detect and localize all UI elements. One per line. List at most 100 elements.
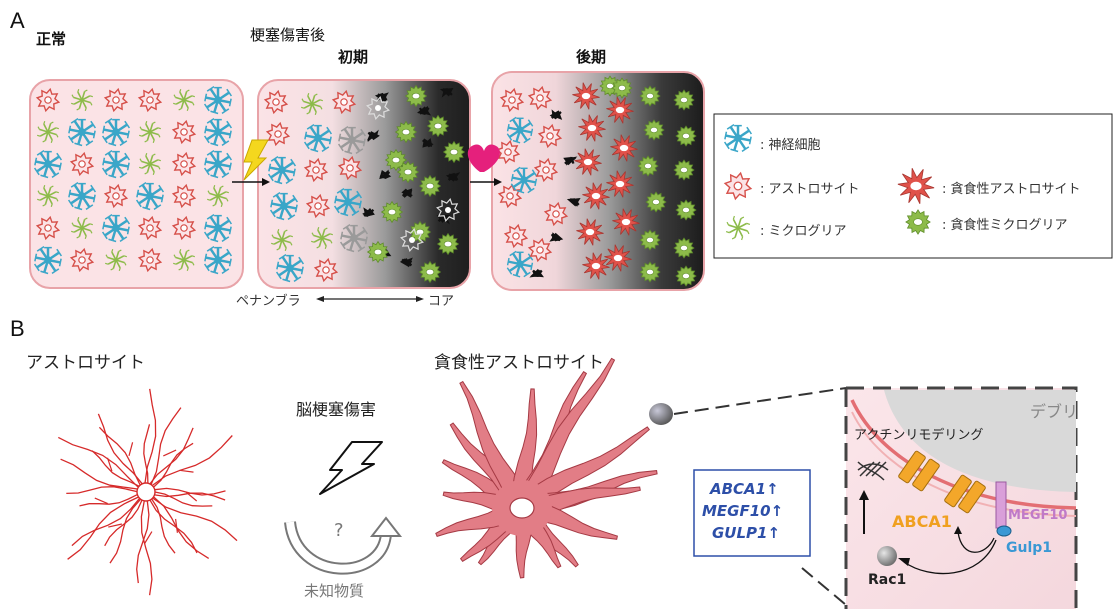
microglia-icon [71, 89, 93, 111]
gulp1-icon [996, 525, 1012, 537]
gene-gulp1: GULP1↑ [712, 524, 781, 542]
phagocytic-astrocyte-icon [606, 170, 634, 198]
abca1-label: ABCA1 [892, 512, 952, 531]
microglia-icon [105, 249, 127, 271]
legend-neuron-label: : 神経細胞 [760, 138, 821, 153]
microglia-icon [311, 227, 333, 249]
phagocytic-microglia-icon [611, 77, 633, 99]
phagocytic-astrocyte-icon [897, 168, 935, 204]
microglia-icon [139, 153, 161, 175]
phagocytic-microglia-icon [643, 119, 665, 141]
phagocytic-microglia-icon [639, 229, 661, 251]
astrocyte-icon [533, 157, 559, 183]
injury-label: 脳梗塞傷害 [296, 400, 377, 419]
astrocyte-icon [263, 89, 289, 115]
neuron-icon [203, 213, 233, 243]
post-stroke-label: 梗塞傷害後 [250, 26, 326, 44]
astrocyte-label: アストロサイト [26, 353, 145, 373]
engulfed-debris [649, 403, 673, 425]
resting-astrocyte-drawing [58, 388, 238, 596]
phagocytic-microglia-icon [384, 148, 408, 172]
unknown-substance-label: 未知物質 [304, 582, 365, 600]
question-mark: ? [334, 520, 344, 541]
neuron-icon [333, 187, 363, 217]
abca1-gulp1-arrow [957, 531, 995, 553]
panel-a-letter: A [10, 8, 25, 33]
core-label: コア [428, 294, 455, 309]
debris-fragment-icon [399, 257, 413, 268]
debris-fragment-icon [446, 172, 461, 182]
megf10-label: MEGF10 [1008, 508, 1068, 523]
phagocytic-microglia-icon [637, 155, 659, 177]
astrocyte-icon [305, 193, 331, 219]
phagocytic-microglia-icon [675, 125, 697, 147]
heart-icon [467, 144, 500, 172]
phagocytic-microglia-icon [396, 160, 420, 184]
neuron-icon [337, 125, 367, 155]
phagocytic-microglia-icon [673, 89, 695, 111]
astrocyte-icon [527, 85, 553, 111]
astrocyte-icon [103, 183, 129, 209]
neuron-icon [33, 245, 63, 275]
neuron-icon [203, 85, 233, 115]
gene-megf10: MEGF10↑ [702, 502, 784, 520]
phagocytic-microglia-icon [418, 260, 442, 284]
microglia-icon [301, 93, 323, 115]
phagocytic-astrocyte-icon [574, 148, 602, 176]
astrocyte-icon [69, 247, 95, 273]
microglia-icon [271, 229, 293, 251]
astrocyte-icon [503, 223, 529, 249]
astrocyte-icon [303, 157, 329, 183]
neuron-icon [506, 250, 534, 278]
astrocyte-icon [400, 228, 424, 252]
normal-cells [33, 85, 233, 275]
astrocyte-icon [313, 257, 339, 283]
neuron-icon [33, 149, 63, 179]
microglia-icon [139, 121, 161, 143]
penumbra-label: ペナンブラ [236, 294, 301, 309]
debris-fragment-icon [529, 268, 544, 278]
astrocyte-icon [499, 87, 525, 113]
neuron-icon [303, 123, 333, 153]
debris-fragment-icon [566, 197, 581, 207]
microglia-icon [207, 185, 229, 207]
neuron-icon [203, 245, 233, 275]
astrocyte-icon [137, 87, 163, 113]
actin-remodeling-label: アクチンリモデリング [854, 428, 984, 443]
rac1-label: Rac1 [868, 572, 907, 588]
neuron-icon [101, 149, 131, 179]
megf10-receptor-icon [995, 481, 1007, 529]
astrocyte-icon [137, 215, 163, 241]
zoom-line-top [673, 387, 847, 415]
debris-body [884, 390, 1076, 492]
astrocyte-icon [171, 151, 197, 177]
phagocytic-astrocyte-icon [604, 244, 632, 272]
astrocyte-icon [171, 119, 197, 145]
normal-label: 正常 [36, 30, 67, 48]
phagocytic-microglia-icon [380, 200, 404, 224]
phagocytic-astrocyte-drawing [435, 357, 658, 579]
astrocyte-icon [723, 171, 753, 201]
astrocyte-icon [537, 123, 563, 149]
neuron-icon [723, 123, 753, 153]
legend-icons [723, 123, 935, 241]
debris-fragment-icon [362, 207, 375, 217]
neuron-icon [275, 253, 305, 283]
phagocytic-microglia-icon [675, 265, 697, 287]
neuron-icon [203, 117, 233, 147]
debris-fragment-icon [379, 169, 392, 180]
neuron-icon [506, 116, 534, 144]
phagocytic-astrocyte-icon [578, 114, 606, 142]
phagocytic-microglia-icon [418, 174, 442, 198]
legend-microglia-label: : ミクログリア [760, 224, 847, 239]
phagocytic-astrocyte-icon [582, 182, 610, 210]
rac1-icon [877, 546, 897, 566]
gene-abca1: ABCA1↑ [710, 480, 779, 498]
debris-fragment-icon [422, 138, 434, 148]
astrocyte-icon [35, 87, 61, 113]
astrocyte-icon [69, 151, 95, 177]
early-cells [263, 84, 466, 284]
gene-box [693, 469, 811, 557]
actin-filament-icon [857, 461, 889, 481]
